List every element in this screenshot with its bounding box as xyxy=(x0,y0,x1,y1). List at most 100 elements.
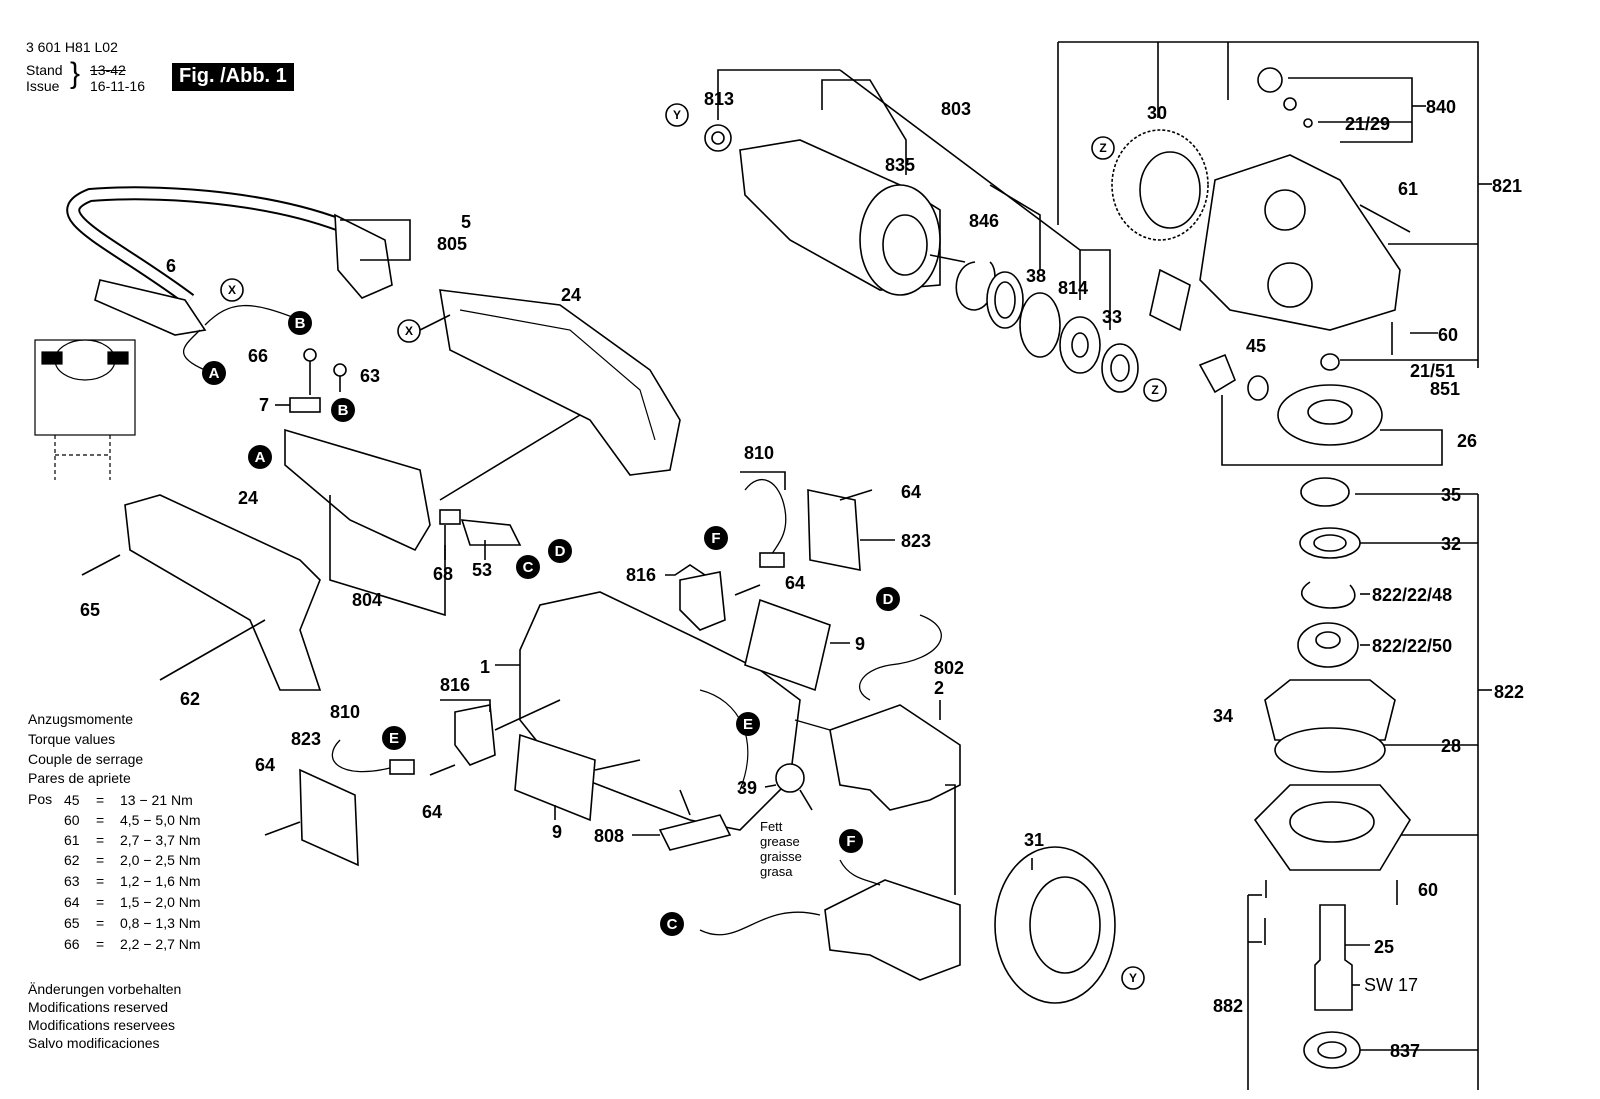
part-number-7: 7 xyxy=(259,395,270,415)
bracket-813 xyxy=(717,69,840,120)
bracket-lines xyxy=(1058,41,1492,1090)
connector-c-coil: C xyxy=(660,912,684,936)
bearing-flange-hub xyxy=(1289,801,1375,843)
torque-equals: = xyxy=(96,915,105,931)
screw-66-head xyxy=(303,348,317,362)
oring-28 xyxy=(1274,727,1386,773)
armature-fan-inner xyxy=(882,214,928,276)
part-number-805: 805 xyxy=(437,234,468,254)
screw-65 xyxy=(81,554,121,576)
part-number-68: 68 xyxy=(433,564,454,584)
connector-e-coil: E xyxy=(736,712,760,736)
part-number-31: 31 xyxy=(1024,830,1045,850)
wrench-size-label: SW 17 xyxy=(1364,975,1419,995)
brush-block xyxy=(1149,268,1191,332)
connector-d-coil: D xyxy=(876,587,900,611)
bracket-846 xyxy=(989,184,1041,270)
part-number-39: 39 xyxy=(737,778,758,798)
part-number-53: 53 xyxy=(472,560,493,580)
part-number-21-51: 21/51 xyxy=(1410,361,1456,381)
cable-E xyxy=(794,719,831,731)
header-brace: } xyxy=(70,57,81,90)
armature-brackets xyxy=(717,42,1229,330)
part-number-1: 1 xyxy=(480,657,491,677)
part-number-823-top: 823 xyxy=(901,531,932,551)
carbon-brush-bottom xyxy=(389,759,415,775)
svg-text:D: D xyxy=(883,591,894,608)
bracket-field-coils xyxy=(945,784,956,895)
ring-840 xyxy=(1283,97,1297,111)
cord-wire-a xyxy=(182,329,206,371)
svg-text:B: B xyxy=(295,315,306,332)
part-number-45: 45 xyxy=(1246,336,1267,356)
svg-text:Y: Y xyxy=(1129,971,1137,985)
svg-text:Z: Z xyxy=(1151,383,1158,397)
svg-text:B: B xyxy=(338,402,349,419)
stand-value: 13-42 xyxy=(90,62,126,78)
brush-holder-816-top xyxy=(679,571,726,631)
part-number-816-bottom: 816 xyxy=(440,675,471,695)
seal-33-inner xyxy=(1110,354,1130,382)
grease-note-de: Fett xyxy=(760,819,783,834)
torque-equals: = xyxy=(96,792,105,808)
svg-text:X: X xyxy=(228,283,236,297)
part-number-66: 66 xyxy=(248,346,269,366)
nut-837 xyxy=(1303,1031,1361,1069)
torque-equals: = xyxy=(96,894,105,910)
part-number-33: 33 xyxy=(1102,307,1123,327)
switch-assembly xyxy=(275,348,522,617)
connector-c-switch: C xyxy=(516,555,540,579)
part-number-60-top: 60 xyxy=(1438,325,1459,345)
svg-text:E: E xyxy=(743,716,753,733)
part-number-34: 34 xyxy=(1213,706,1234,726)
washer-38a xyxy=(986,271,1024,329)
leader-39 xyxy=(764,784,777,788)
nut-837-inner xyxy=(1317,1041,1347,1059)
armature xyxy=(704,124,966,296)
motor-housing xyxy=(495,591,850,851)
part-number-813: 813 xyxy=(704,89,735,109)
part-number-823-bottom: 823 xyxy=(291,729,322,749)
screw-64-top xyxy=(734,584,761,596)
cap-840 xyxy=(1257,67,1283,93)
housing-boss xyxy=(1264,189,1306,231)
part-number-803: 803 xyxy=(941,99,972,119)
marker-z-gear: Z xyxy=(1091,136,1115,160)
cable-D xyxy=(858,614,942,701)
label-9-lower xyxy=(514,733,596,822)
part-number-9-lower: 9 xyxy=(552,822,563,842)
bearing-814 xyxy=(1059,316,1101,374)
bracket-821 xyxy=(1058,41,1479,368)
brush-assemblies xyxy=(264,471,895,867)
screw-64-823 xyxy=(839,489,873,501)
part-number-61: 61 xyxy=(1398,179,1419,199)
part-number-2: 2 xyxy=(934,678,945,698)
part-number-814: 814 xyxy=(1058,278,1089,298)
baffle-31 xyxy=(994,846,1116,1004)
leader-24-x xyxy=(419,314,451,331)
seal-32-inner xyxy=(1313,534,1347,552)
cord-wire-x xyxy=(204,304,301,326)
schematic-motor xyxy=(54,339,116,381)
crown-gear-26-inner xyxy=(1307,399,1353,425)
part-number-851: 851 xyxy=(1430,379,1461,399)
svg-text:A: A xyxy=(255,449,266,466)
part-number-816-top: 816 xyxy=(626,565,657,585)
svg-text:F: F xyxy=(846,833,855,850)
connector-b-switch: B xyxy=(331,398,355,422)
part-7-plate xyxy=(289,397,321,413)
marker-x-handle: X xyxy=(397,319,421,343)
part-number-24-lower: 24 xyxy=(238,488,259,508)
part-number-35: 35 xyxy=(1441,485,1462,505)
bearing-flange xyxy=(1253,784,1411,871)
seal-32 xyxy=(1299,527,1361,559)
footer-note-fr: Modifications reservees xyxy=(28,1017,176,1033)
issue-label: Issue xyxy=(26,78,60,94)
nut-45 xyxy=(1247,375,1269,401)
leader-808-up xyxy=(679,789,691,816)
svg-text:C: C xyxy=(523,559,534,576)
footer-note-de: Änderungen vorbehalten xyxy=(28,981,182,997)
connector-f-coil: F xyxy=(839,829,863,853)
grease-39 xyxy=(775,763,805,793)
svg-text:D: D xyxy=(555,543,566,560)
